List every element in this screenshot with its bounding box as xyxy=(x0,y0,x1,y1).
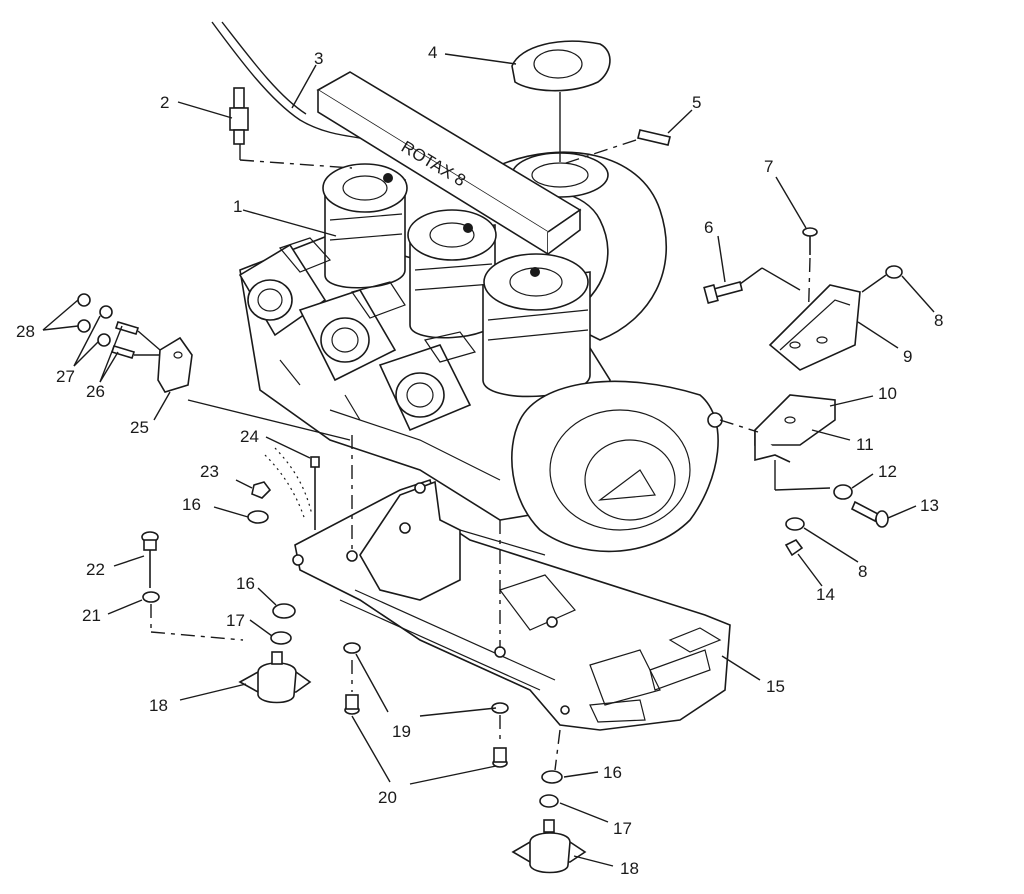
callout-4: 4 xyxy=(428,43,437,62)
callout-8-lower: 8 xyxy=(858,562,867,581)
callout-14: 14 xyxy=(816,585,835,604)
callout-16-mid: 16 xyxy=(236,574,255,593)
callout-2: 2 xyxy=(160,93,169,112)
right-bracket-assembly xyxy=(703,227,903,557)
magneto-housing xyxy=(511,380,723,553)
callout-9: 9 xyxy=(903,347,912,366)
left-small-parts xyxy=(77,293,351,441)
callout-7: 7 xyxy=(764,157,773,176)
callout-3: 3 xyxy=(314,49,323,68)
callout-25: 25 xyxy=(130,418,149,437)
callout-17-lower: 17 xyxy=(613,819,632,838)
callout-6: 6 xyxy=(704,218,713,237)
cylinder-1 xyxy=(322,163,408,289)
engine-assembly: ROTAX 8 xyxy=(211,21,723,553)
head-gasket xyxy=(511,40,611,162)
callout-16-upper: 16 xyxy=(182,495,201,514)
callout-5: 5 xyxy=(692,93,701,112)
callout-17-upper: 17 xyxy=(226,611,245,630)
callout-1: 1 xyxy=(233,197,242,216)
callout-15: 15 xyxy=(766,677,785,696)
small-gasket xyxy=(559,129,671,166)
callout-8-upper: 8 xyxy=(934,311,943,330)
intake-flanges xyxy=(238,237,477,432)
callout-24: 24 xyxy=(240,427,259,446)
callout-22: 22 xyxy=(86,560,105,579)
callout-18-upper: 18 xyxy=(149,696,168,715)
callout-20: 20 xyxy=(378,788,397,807)
callout-10: 10 xyxy=(878,384,897,403)
callout-21: 21 xyxy=(82,606,101,625)
callout-16-lower: 16 xyxy=(603,763,622,782)
callout-28: 28 xyxy=(16,322,35,341)
callout-13: 13 xyxy=(920,496,939,515)
callout-12: 12 xyxy=(878,462,897,481)
callout-26: 26 xyxy=(86,382,105,401)
mount-plate xyxy=(292,435,731,731)
callout-11: 11 xyxy=(856,435,874,454)
callout-labels: 1 2 3 4 5 6 7 8 9 10 11 12 13 8 14 15 16… xyxy=(16,43,943,878)
callout-23: 23 xyxy=(200,462,219,481)
callout-19: 19 xyxy=(392,722,411,741)
leader-lines xyxy=(42,53,935,867)
callout-27: 27 xyxy=(56,367,75,386)
left-front-hardware xyxy=(141,447,587,874)
callout-18-lower: 18 xyxy=(620,859,639,878)
cylinder-3 xyxy=(482,253,591,398)
spark-plug xyxy=(229,87,353,169)
